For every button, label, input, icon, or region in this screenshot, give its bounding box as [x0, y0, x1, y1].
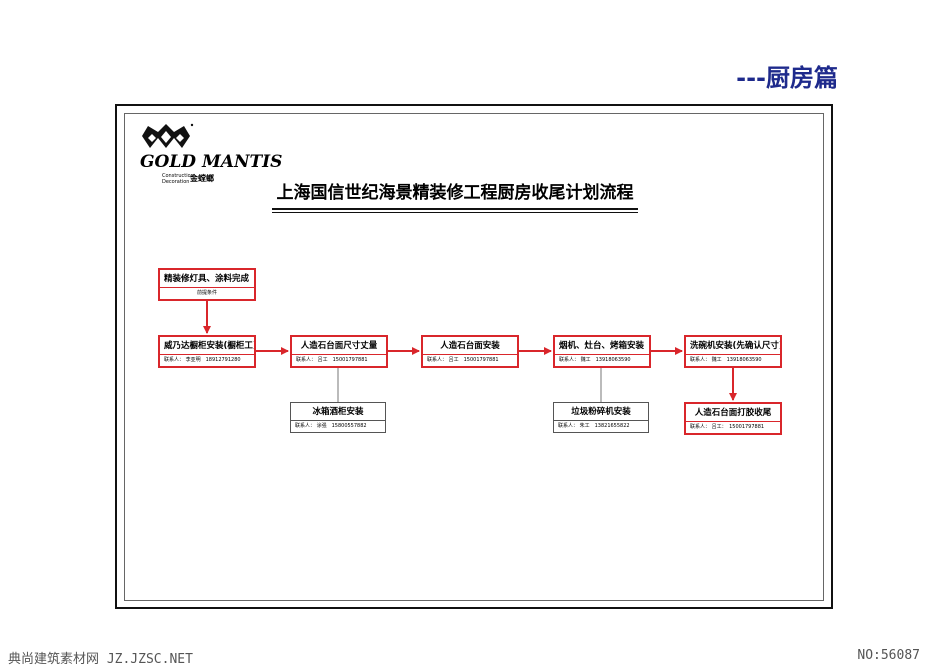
company-logo: GOLD MANTIS Construction Decoration 金螳螂 [138, 122, 282, 188]
node-appliances-label: 烟机、灶台、烤箱安装 [559, 341, 645, 351]
node-precondition: 精装修灯具、涂料完成 前提条件 [158, 268, 256, 301]
title-underline [272, 208, 638, 210]
node-countertop-label: 人造石台面安装 [440, 341, 500, 351]
diagram-frame-inner [124, 113, 824, 601]
footer-number: NO:56087 [857, 648, 920, 663]
node-sealing-contact: 联系人： 吕工： 15001797881 [686, 421, 780, 433]
node-fridge-label: 冰箱酒柜安装 [312, 407, 364, 417]
diagram-title: 上海国信世纪海景精装修工程厨房收尾计划流程 [276, 183, 634, 203]
node-disposer: 垃圾粉碎机安装 联系人： 朱工 13821655822 [553, 402, 649, 433]
footer-watermark: 典尚建筑素材网 JZ.JZSC.NET [8, 652, 193, 667]
node-dishwasher: 洗碗机安装(先确认尺寸) 联系人： 魏工 13918063590 [684, 335, 782, 368]
node-countertop-contact: 联系人： 吕工 15001797881 [423, 354, 517, 366]
mantis-emblem-icon [142, 123, 194, 148]
section-title: ---厨房篇 [736, 64, 838, 92]
node-appliances-contact: 联系人： 魏工 13918063590 [555, 354, 649, 366]
node-cabinet: 威乃达橱柜安装(橱柜工) 联系人： 李亚明 18912791280 [158, 335, 256, 368]
node-dishwasher-contact: 联系人： 魏工 13918063590 [686, 354, 780, 366]
node-disposer-contact: 联系人： 朱工 13821655822 [554, 420, 648, 432]
node-sealing: 人造石台面打胶收尾 联系人： 吕工： 15001797881 [684, 402, 782, 435]
node-sealing-label: 人造石台面打胶收尾 [694, 408, 772, 418]
node-measure-label: 人造石台面尺寸丈量 [300, 341, 378, 351]
node-countertop: 人造石台面安装 联系人： 吕工 15001797881 [421, 335, 519, 368]
node-dishwasher-label: 洗碗机安装(先确认尺寸) [690, 341, 780, 351]
node-fridge: 冰箱酒柜安装 联系人： 涂强 15800557882 [290, 402, 386, 433]
node-measure-contact: 联系人： 吕工 15001797881 [292, 354, 386, 366]
logo-subtitle: Construction Decoration [162, 173, 194, 185]
node-disposer-label: 垃圾粉碎机安装 [571, 407, 631, 417]
node-measure: 人造石台面尺寸丈量 联系人： 吕工 15001797881 [290, 335, 388, 368]
title-underline-thin [272, 212, 638, 213]
node-precondition-label: 精装修灯具、涂料完成 [164, 274, 250, 284]
logo-brand-text: GOLD MANTIS [140, 152, 283, 172]
node-cabinet-contact: 联系人： 李亚明 18912791280 [160, 354, 254, 366]
node-cabinet-label: 威乃达橱柜安装(橱柜工) [164, 341, 254, 351]
node-appliances: 烟机、灶台、烤箱安装 联系人： 魏工 13918063590 [553, 335, 651, 368]
node-precondition-sub: 前提条件 [160, 287, 254, 299]
logo-chinese-name: 金螳螂 [190, 174, 214, 183]
logo-subtitle-line2: Decoration [162, 179, 190, 185]
node-fridge-contact: 联系人： 涂强 15800557882 [291, 420, 385, 432]
logo-subtitle-line1: Construction [162, 173, 194, 179]
